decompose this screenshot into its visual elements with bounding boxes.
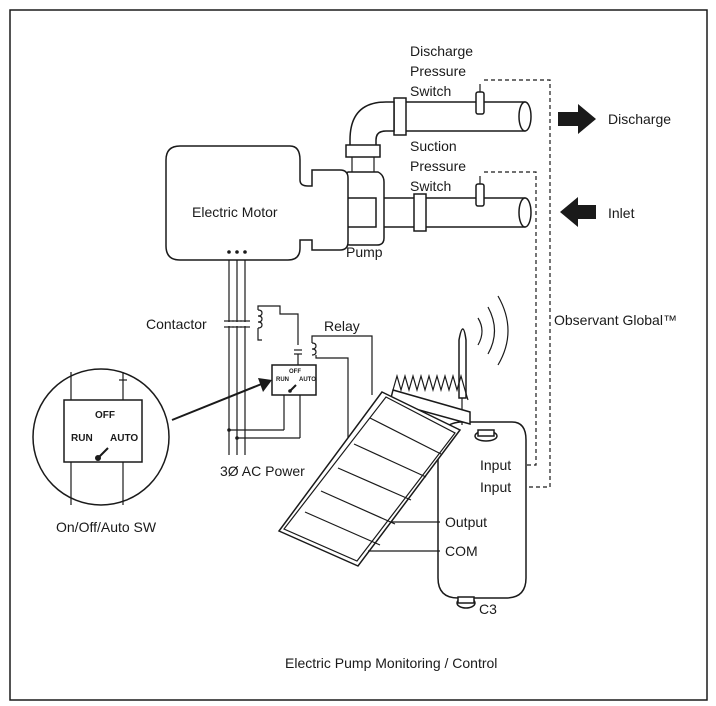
inlet-arrow xyxy=(560,197,596,227)
ac-power-label: 3Ø AC Power xyxy=(220,463,305,479)
svg-text:AUTO: AUTO xyxy=(299,377,316,383)
svg-text:Pressure: Pressure xyxy=(410,158,466,174)
contactor-label: Contactor xyxy=(146,316,207,332)
contactor xyxy=(224,305,299,345)
input-1-label: Input xyxy=(480,457,511,473)
pump-label: Pump xyxy=(346,244,383,260)
on-off-auto-switch-small: OFF RUN AUTO xyxy=(227,364,317,440)
svg-text:Discharge: Discharge xyxy=(410,43,473,59)
observant-global-label: Observant Global™ xyxy=(554,312,677,328)
discharge-pressure-switch xyxy=(475,84,485,115)
motor-power-wires xyxy=(227,250,247,455)
discharge-flange xyxy=(345,144,381,158)
electric-motor: Electric Motor xyxy=(165,145,349,261)
antenna xyxy=(458,295,509,425)
discharge-arrow xyxy=(558,104,596,134)
output-com-wiring xyxy=(368,521,440,552)
svg-text:OFF: OFF xyxy=(95,410,115,421)
on-off-auto-sw-label: On/Off/Auto SW xyxy=(56,519,157,535)
com-label: COM xyxy=(445,543,478,559)
svg-text:AUTO: AUTO xyxy=(110,433,138,444)
diagram-frame xyxy=(9,9,708,701)
diagram-caption: Electric Pump Monitoring / Control xyxy=(285,655,497,671)
relay xyxy=(294,335,373,450)
switch-zoom-callout: OFF RUN AUTO xyxy=(32,368,272,506)
svg-text:RUN: RUN xyxy=(71,433,93,444)
svg-text:Switch: Switch xyxy=(410,178,451,194)
c3-label: C3 xyxy=(479,601,497,617)
inlet-label: Inlet xyxy=(608,205,635,221)
input-2-label: Input xyxy=(480,479,511,495)
discharge-pipe xyxy=(345,97,532,172)
svg-text:RUN: RUN xyxy=(276,377,289,383)
svg-text:OFF: OFF xyxy=(289,369,301,375)
suction-pressure-switch xyxy=(475,176,485,207)
discharge-label: Discharge xyxy=(608,111,671,127)
svg-text:Suction: Suction xyxy=(410,138,457,154)
suction-pipe xyxy=(374,193,532,232)
pressure-switch-signal-lines xyxy=(484,79,551,488)
relay-label: Relay xyxy=(324,318,360,334)
c3-device: C3 xyxy=(437,421,527,617)
output-label: Output xyxy=(445,514,487,530)
solar-panel xyxy=(277,391,462,567)
svg-text:Pressure: Pressure xyxy=(410,63,466,79)
suction-flange xyxy=(413,193,427,232)
electric-motor-label: Electric Motor xyxy=(192,204,278,220)
svg-text:Switch: Switch xyxy=(410,83,451,99)
